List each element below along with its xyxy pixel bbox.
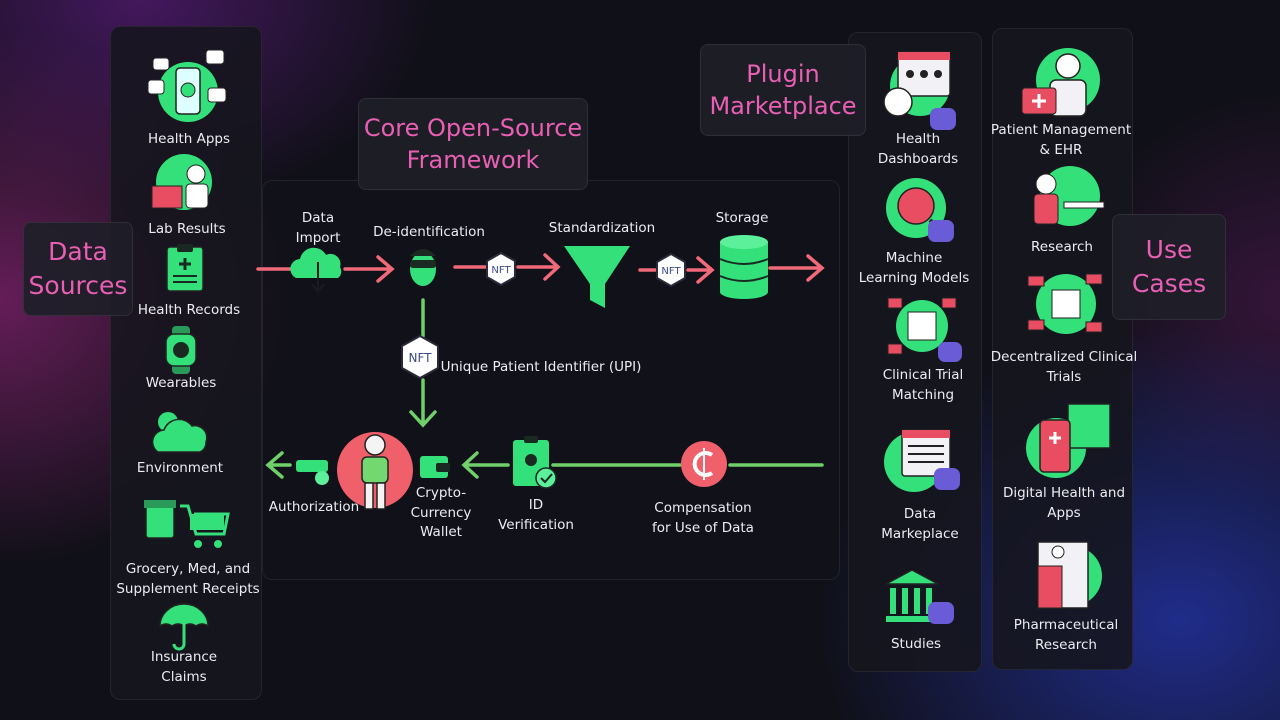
nft-badge-icon: NFT [656, 252, 686, 288]
data-source-label: Insurance Claims [150, 649, 218, 685]
data-source-label: Environment [136, 460, 224, 476]
cloud-import-icon [290, 247, 342, 293]
digital-health-icon [1026, 403, 1111, 478]
plugin-label: Data Markeplace [881, 506, 959, 542]
use-case-label: Decentralized Clinical Trials [990, 349, 1138, 385]
environment-icon [151, 412, 208, 453]
receipts-icon [144, 500, 230, 548]
health-records-icon [166, 244, 204, 292]
data-source-label: Health Apps [147, 131, 231, 147]
lab-results-icon [151, 154, 212, 210]
plugin-label: Studies [890, 636, 942, 652]
id-verification-icon [513, 436, 557, 489]
plugin-callout: Plugin Marketplace [700, 44, 866, 136]
id-verification-label: ID Verification [498, 497, 574, 533]
patient-avatar-icon [337, 432, 413, 510]
bottom-arrows [265, 298, 824, 479]
standardization-label: Standardization [548, 220, 656, 236]
compensation-label: Compensation for Use of Data [652, 500, 754, 536]
anonymous-face-icon [410, 249, 436, 286]
marketplace-icon [884, 429, 960, 492]
storage-label: Storage [715, 210, 769, 226]
data-source-label: Lab Results [148, 221, 226, 237]
use-case-label: Pharmaceutical Research [1013, 617, 1119, 653]
wallet-icon [420, 456, 450, 478]
key-authorization-icon [296, 460, 329, 485]
data-source-label: Wearables [145, 375, 217, 391]
database-icon [719, 235, 769, 299]
use-case-label: Digital Health and Apps [1002, 485, 1126, 521]
authorization-label: Authorization [268, 499, 360, 515]
plugin-label: Clinical Trial Matching [882, 367, 964, 403]
wallet-label: Crypto- Currency Wallet [410, 485, 472, 541]
deidentification-label: De-identification [373, 224, 485, 240]
wearables-icon [165, 326, 197, 374]
use-cases-callout: Use Cases [1112, 214, 1226, 320]
crypto-coin-icon [681, 441, 727, 487]
nft-upi-icon: NFT [401, 334, 439, 380]
top-arrows [256, 253, 825, 284]
data-source-label: Health Records [137, 302, 241, 318]
svg-text:NFT: NFT [491, 265, 511, 276]
data-source-label: Grocery, Med, and Supplement Receipts [116, 561, 260, 597]
data-sources-callout: Data Sources [23, 222, 133, 316]
plugin-label: Machine Learning Models [858, 250, 970, 286]
studies-icon [885, 569, 954, 624]
decentralized-trials-icon [1027, 273, 1103, 334]
svg-text:NFT: NFT [661, 266, 681, 277]
pharma-icon [1037, 541, 1102, 609]
svg-text:NFT: NFT [409, 351, 433, 365]
ml-icon [886, 178, 954, 242]
trial-matching-icon [887, 297, 962, 362]
use-case-label: Patient Management & EHR [990, 122, 1132, 158]
health-apps-icon [147, 49, 227, 122]
use-case-label: Research [1031, 239, 1093, 255]
patient-management-icon [1021, 48, 1100, 117]
framework-callout: Core Open-Source Framework [358, 98, 588, 190]
plugin-label: Health Dashboards [877, 131, 959, 167]
research-icon [1033, 166, 1105, 226]
dashboard-icon [883, 51, 956, 130]
nft-badge-icon: NFT [486, 251, 516, 287]
insurance-icon [159, 603, 209, 651]
upi-label: Unique Patient Identifier (UPI) [440, 359, 642, 375]
funnel-icon [564, 246, 630, 308]
data-import-label: Data Import [295, 210, 341, 246]
